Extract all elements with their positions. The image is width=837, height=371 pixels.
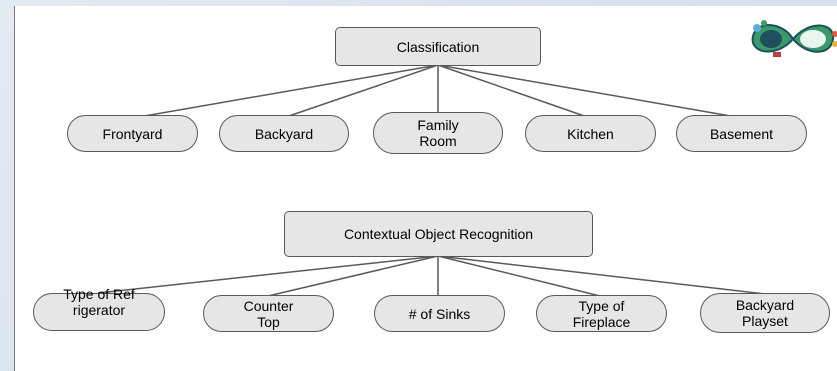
- infinity-logo-icon: [751, 20, 837, 57]
- connector-line: [437, 255, 601, 297]
- classification-node: Classification: [335, 27, 541, 66]
- type-of-refrigerator-node: Type of Refrigerator: [33, 286, 165, 331]
- counter-top-node: Counter Top: [203, 295, 334, 332]
- node-label: # of Sinks: [408, 305, 471, 322]
- node-label: Classification: [396, 38, 480, 55]
- type-of-fireplace-node: Type of Fireplace: [536, 295, 667, 332]
- sinks-node: # of Sinks: [374, 295, 505, 332]
- connector-line: [267, 255, 439, 297]
- backyard-playset-node: Backyard Playset: [700, 293, 830, 333]
- connector-line: [437, 64, 743, 119]
- connector-line: [97, 255, 439, 294]
- family-room-node: Family Room: [373, 112, 503, 154]
- node-label: Type of Fireplace: [572, 297, 631, 330]
- backyard-node: Backyard: [219, 115, 349, 152]
- node-label: Type of Refrigerator: [63, 286, 135, 318]
- node-label: Family Room: [417, 117, 459, 149]
- kitchen-node: Kitchen: [525, 115, 656, 152]
- basement-node: Basement: [676, 115, 807, 152]
- node-label: Counter Top: [243, 297, 294, 330]
- frontyard-node: Frontyard: [67, 115, 198, 152]
- node-label: Contextual Object Recognition: [343, 226, 534, 242]
- node-label: Frontyard: [102, 125, 163, 142]
- connector-line: [282, 64, 439, 119]
- connector-line: [437, 255, 766, 295]
- contextual-object-recognition-node: Contextual Object Recognition: [284, 211, 593, 257]
- node-label: Kitchen: [567, 125, 614, 142]
- connector-line: [437, 64, 591, 119]
- node-label: Basement: [709, 125, 774, 142]
- node-label: Backyard: [254, 125, 314, 142]
- connector-line: [132, 64, 439, 119]
- node-label: Backyard Playset: [735, 297, 795, 329]
